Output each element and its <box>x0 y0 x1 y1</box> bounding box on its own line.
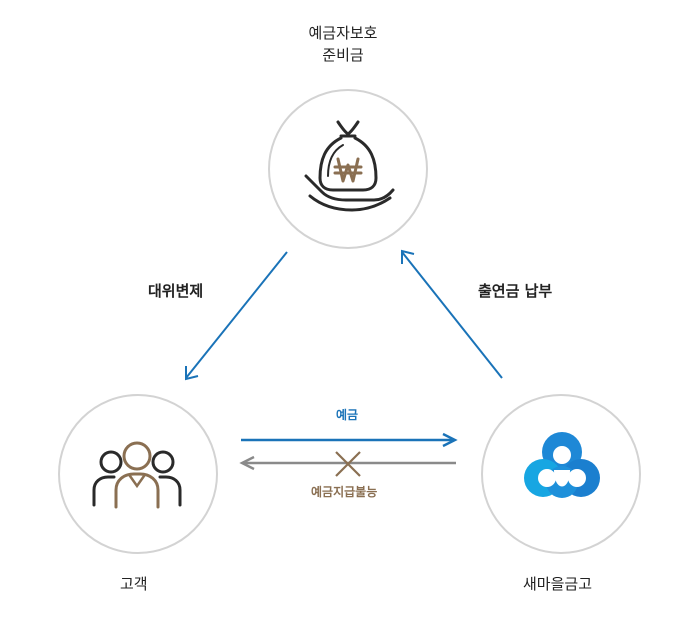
reserve-fund-label-line2: 준비금 <box>322 46 364 64</box>
contribution-arrow <box>401 249 503 379</box>
money-bag-hand-icon <box>304 120 395 212</box>
customer-label: 고객 <box>120 575 148 593</box>
people-group-icon <box>92 441 182 509</box>
subrogation-arrow <box>185 251 288 381</box>
payment-failure-label: 예금지급불능 <box>311 485 378 499</box>
x-cross-icon <box>335 451 361 477</box>
cloud-clover-logo-icon <box>524 432 600 498</box>
reserve-fund-label: 예금자보호 준비금 <box>243 22 443 66</box>
saemaeul-bank-label: 새마을금고 <box>523 575 593 593</box>
contribution-label: 출연금 납부 <box>478 282 553 300</box>
subrogation-label: 대위변제 <box>148 282 204 300</box>
deposit-label: 예금 <box>336 408 359 422</box>
reserve-fund-label-line1: 예금자보호 <box>308 24 378 42</box>
deposit-arrow <box>241 432 458 448</box>
